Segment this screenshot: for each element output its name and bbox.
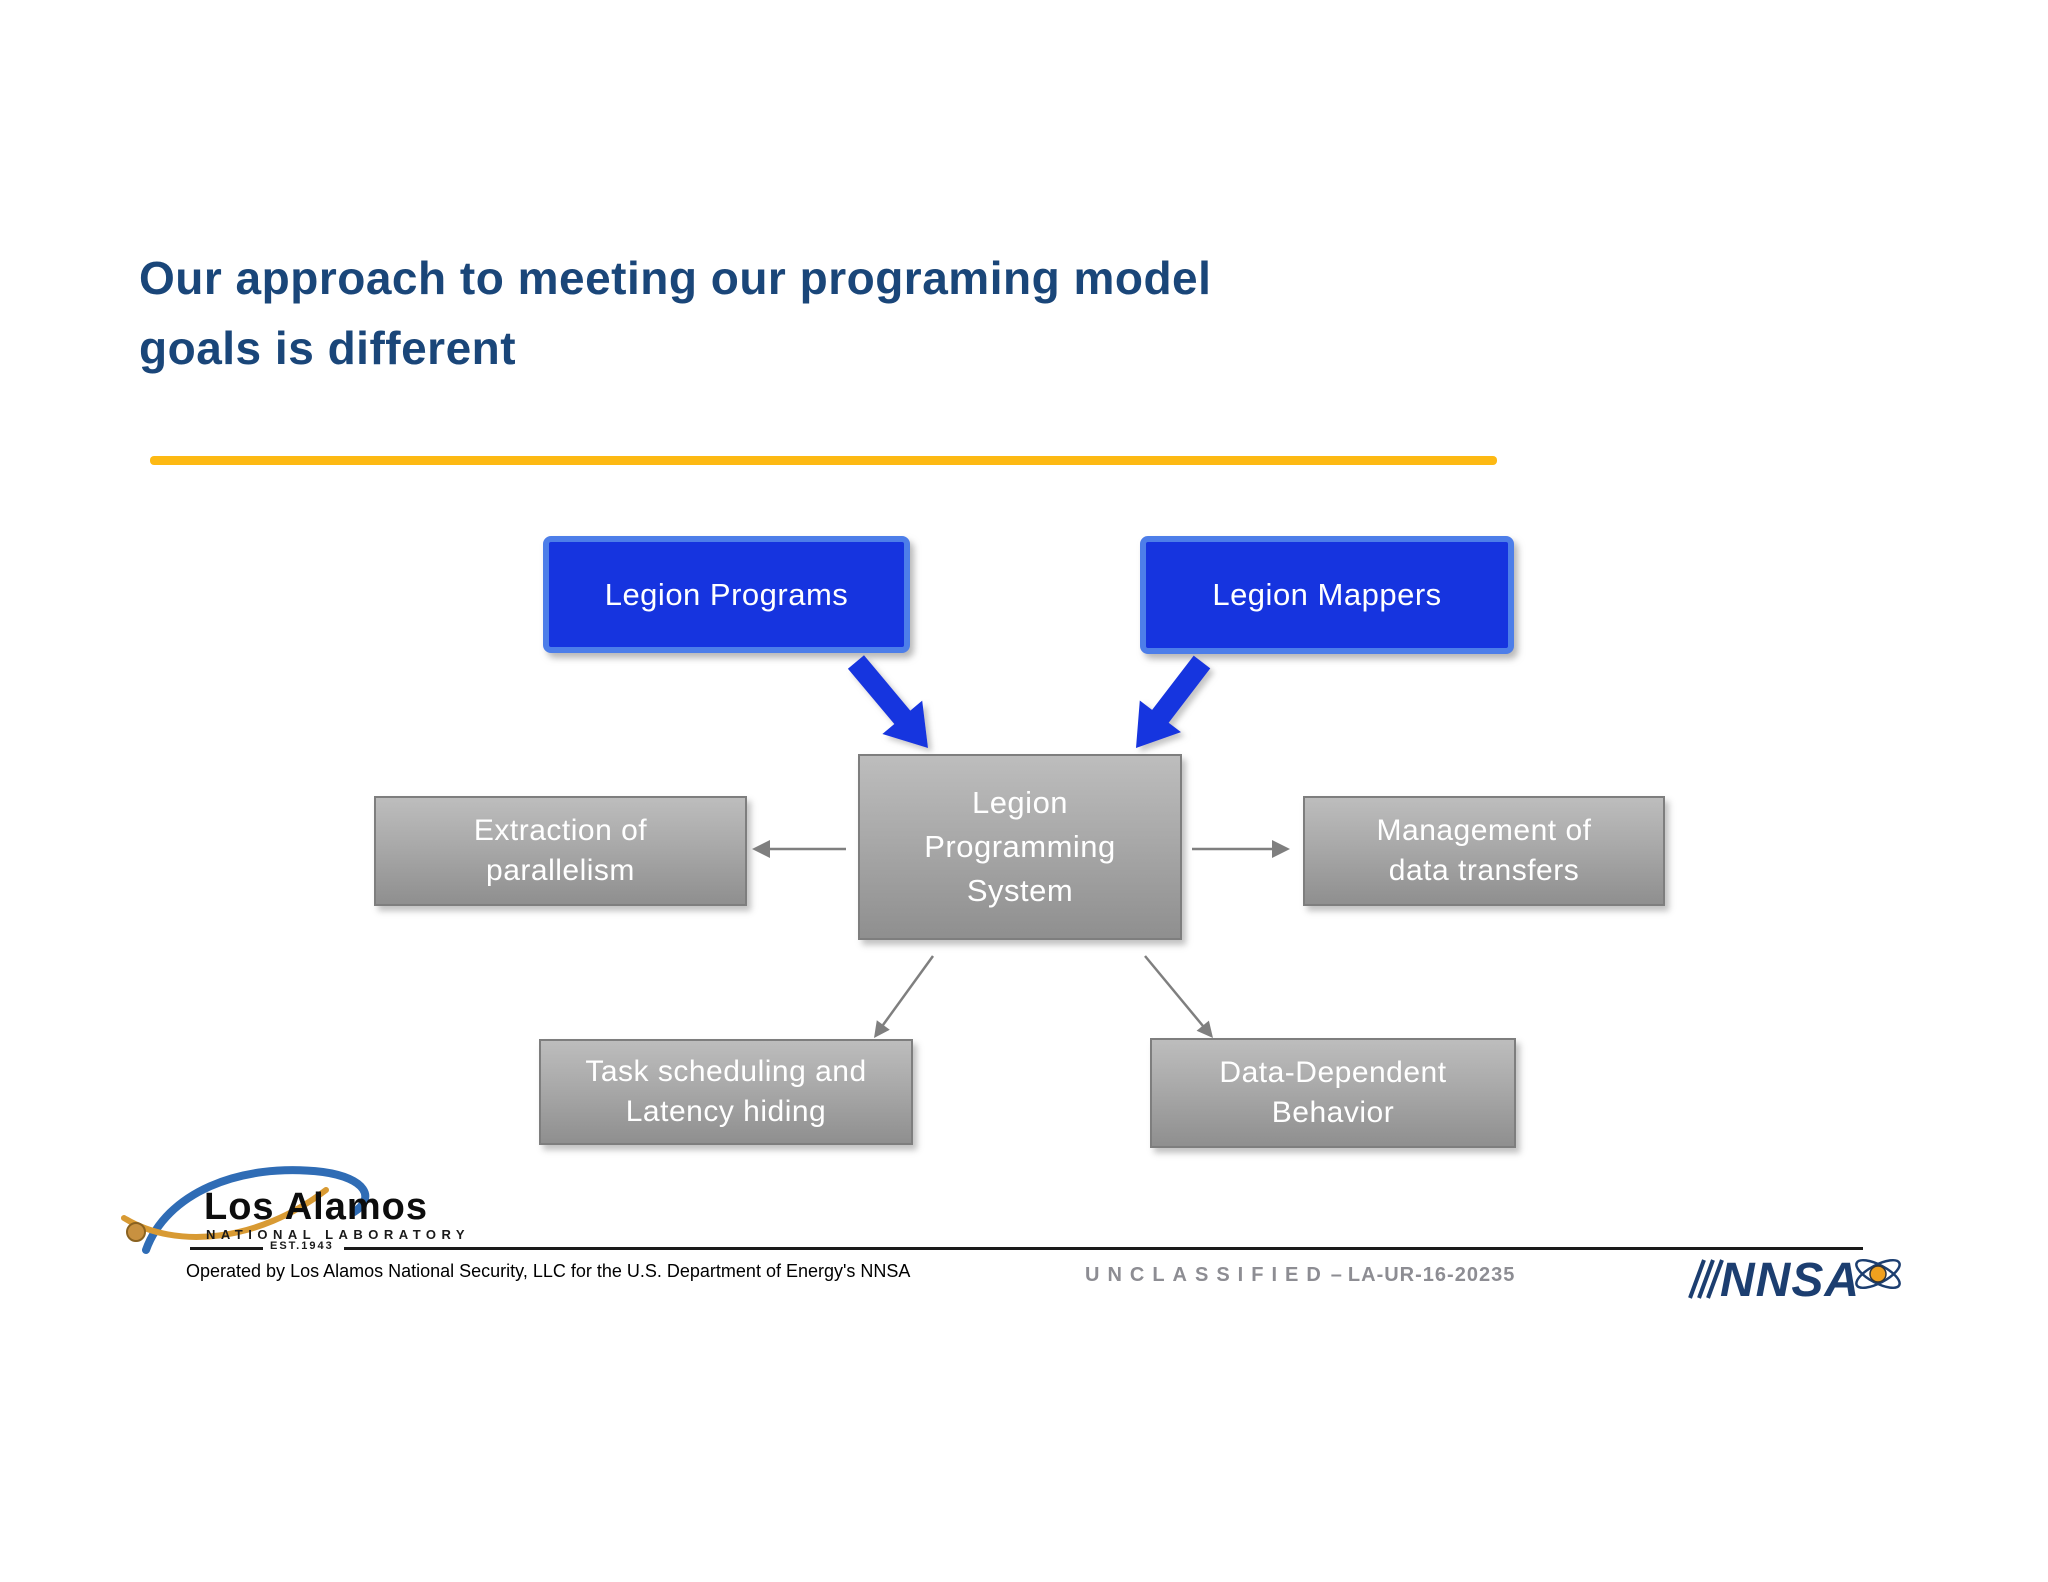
nnsa-logo-text: NNSA (1720, 1254, 1860, 1307)
task-line-2: Latency hiding (625, 1095, 827, 1128)
classification-word: UNCLASSIFIED (1085, 1264, 1329, 1286)
management-line-2: data transfers (1388, 854, 1580, 887)
arrow-center-to-data-dependent (1144, 955, 1204, 1027)
classification-separator: – (1330, 1264, 1342, 1286)
box-legion-programs: Legion Programs (543, 536, 910, 653)
slide-title: Our approach to meeting our programing m… (139, 243, 1211, 383)
box-data-dependent-behavior: Data-Dependent Behavior (1150, 1038, 1516, 1148)
footer-operated-text: Operated by Los Alamos National Security… (186, 1261, 911, 1281)
los-alamos-swoosh-icon (121, 1166, 370, 1254)
box-management-of-data-transfers: Management of data transfers (1303, 796, 1665, 906)
arrow-center-to-data-dependent-head-icon (1196, 1020, 1213, 1038)
nnsa-logo-icon: NNSA (1688, 1254, 1901, 1307)
footer-divider-right (344, 1247, 1863, 1250)
title-line-2: goals is different (139, 322, 517, 374)
center-line-2: Programming (924, 829, 1116, 864)
los-alamos-logo-text: Los Alamos (204, 1186, 428, 1228)
arrow-center-to-management-head-icon (1272, 840, 1290, 858)
box-extraction-of-parallelism: Extraction of parallelism (374, 796, 747, 906)
nnsa-atom-icon (1855, 1258, 1901, 1290)
footer-divider-left (190, 1247, 263, 1250)
box-legion-programming-system: Legion Programming System (858, 754, 1182, 940)
center-line-1: Legion (971, 785, 1069, 820)
title-underline (150, 456, 1497, 465)
center-line-3: System (966, 873, 1074, 908)
los-alamos-logo-est: EST.1943 (270, 1240, 334, 1252)
arrow-center-to-extraction-head-icon (752, 840, 770, 858)
data-dependent-line-1: Data-Dependent (1219, 1056, 1447, 1089)
data-dependent-line-2: Behavior (1271, 1096, 1395, 1129)
box-legion-mappers-label: Legion Mappers (1212, 577, 1442, 612)
arrow-center-to-task-head-icon (874, 1020, 890, 1038)
footer-classification: UNCLASSIFIED–LA-UR-16-20235 (1085, 1264, 1515, 1287)
management-line-1: Management of (1376, 814, 1592, 847)
extraction-line-1: Extraction of (473, 814, 648, 847)
extraction-line-2: parallelism (486, 854, 635, 887)
box-task-scheduling-latency-hiding: Task scheduling and Latency hiding (539, 1039, 913, 1145)
los-alamos-logo-subtext: NATIONAL LABORATORY (206, 1227, 471, 1242)
box-legion-mappers: Legion Mappers (1140, 536, 1514, 654)
arrow-center-to-task (881, 955, 935, 1026)
arrow-programs-to-center-icon (847, 655, 928, 748)
task-line-1: Task scheduling and (585, 1055, 867, 1088)
box-legion-programs-label: Legion Programs (604, 576, 849, 612)
arrow-mappers-to-center-icon (1136, 655, 1211, 748)
title-line-1: Our approach to meeting our programing m… (139, 252, 1212, 304)
report-number: LA-UR-16-20235 (1347, 1264, 1516, 1286)
